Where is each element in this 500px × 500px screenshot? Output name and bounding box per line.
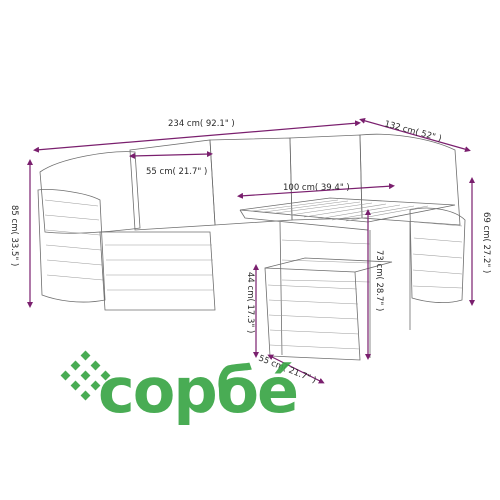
table-width-arrow	[237, 183, 395, 199]
depth-arrow	[359, 117, 471, 153]
watermark-brand-text: copбé	[98, 354, 297, 427]
stool-width-arrow	[267, 354, 325, 384]
total-width-arrow	[33, 120, 361, 153]
dimension-arrows	[27, 117, 475, 384]
sofa-height-label: 85 cm( 33.5" )	[9, 205, 19, 266]
depth-label: 132 cm( 52" )	[383, 119, 442, 144]
table-height-label: 69 cm( 27.2" )	[481, 212, 491, 273]
watermark-logo: copбé	[60, 350, 299, 427]
seat-width-label: 55 cm( 21.7" )	[146, 167, 207, 177]
table-width-label: 100 cm( 39.4" )	[283, 183, 350, 193]
stool-height-label: 44 cm( 17.3" )	[245, 272, 255, 333]
table-inner-height-label: 73 cm( 28.7" )	[374, 250, 384, 311]
total-width-label: 234 cm( 92.1" )	[168, 119, 235, 129]
seat-width-arrow	[129, 151, 213, 159]
